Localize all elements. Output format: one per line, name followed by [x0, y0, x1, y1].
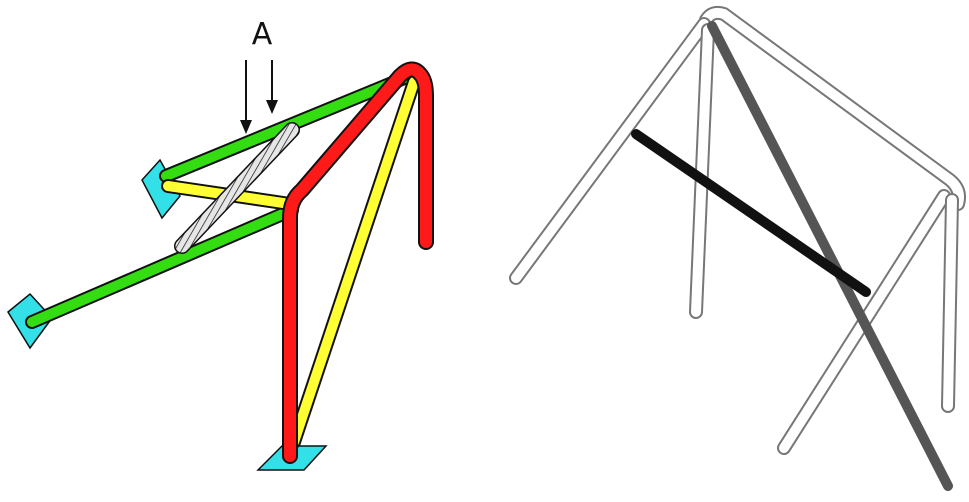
main-diagonal-brace	[287, 75, 421, 449]
right-cross-brace	[631, 129, 871, 297]
hatched-diagonal-member	[174, 122, 300, 254]
main-hoop-tube	[282, 61, 434, 464]
callout-arrowhead-left	[240, 120, 252, 134]
callout-arrowhead-right	[266, 100, 278, 114]
left-roll-cage-figure: A	[7, 17, 434, 471]
callout-label-a: A	[252, 17, 273, 52]
right-roll-cage-figure	[509, 5, 966, 491]
mount-plate-mid	[141, 158, 181, 220]
right-diagonal-brace	[707, 21, 953, 491]
lower-backstay-tube	[25, 203, 299, 329]
callout-a: A	[240, 17, 278, 134]
